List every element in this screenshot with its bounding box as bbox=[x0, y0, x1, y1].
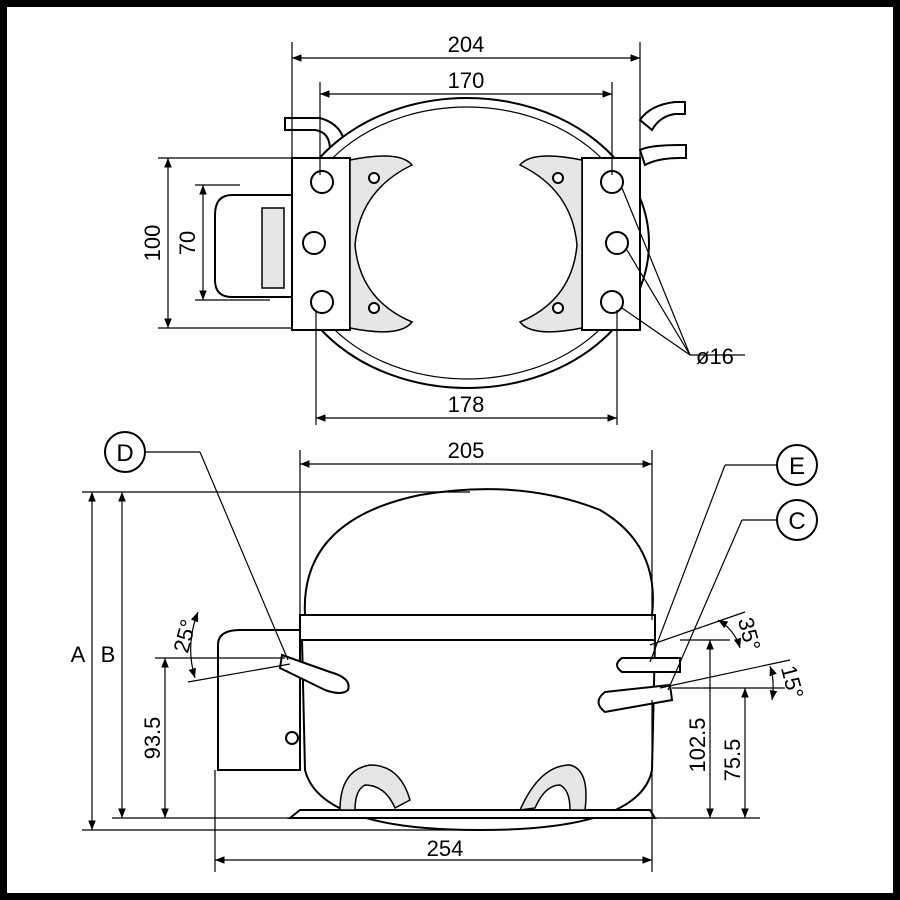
dim-93-5: 93.5 bbox=[140, 717, 165, 760]
label-A: A bbox=[71, 642, 86, 667]
terminal-cover bbox=[261, 207, 285, 289]
shell-dome bbox=[303, 488, 654, 616]
ground-screw bbox=[285, 731, 299, 745]
callout-D-circle bbox=[104, 431, 146, 473]
top-view: 204 170 178 100 70 ø16 bbox=[140, 32, 745, 425]
terminal-box bbox=[217, 629, 301, 771]
mount-holes bbox=[302, 170, 629, 314]
dim-254: 254 bbox=[427, 836, 464, 861]
dim-178: 178 bbox=[448, 392, 485, 417]
dim-205: 205 bbox=[448, 438, 485, 463]
foot-right bbox=[518, 155, 583, 333]
base-plate bbox=[287, 809, 657, 819]
pipe-D bbox=[278, 653, 350, 694]
dim-70: 70 bbox=[175, 231, 200, 255]
angle-35: 35° bbox=[733, 615, 766, 654]
callout-E: E bbox=[789, 453, 805, 480]
angle-25: 25° bbox=[168, 617, 201, 656]
callout-C: C bbox=[788, 508, 805, 535]
callout-C-circle bbox=[776, 499, 818, 541]
dim-204: 204 bbox=[448, 32, 485, 57]
pipe-E bbox=[616, 657, 681, 673]
label-B: B bbox=[101, 642, 116, 667]
foot-right bbox=[518, 764, 587, 811]
shell-weld-band bbox=[299, 614, 656, 641]
dim-hole-diameter: ø16 bbox=[696, 344, 734, 369]
callout-E-circle bbox=[776, 444, 818, 486]
pipe-C bbox=[597, 683, 674, 714]
foot-left bbox=[349, 155, 414, 333]
side-view: D E C 205 254 A B 93.5 102.5 75.5 25° 35… bbox=[71, 431, 818, 872]
dim-75-5: 75.5 bbox=[720, 739, 745, 782]
dim-170: 170 bbox=[448, 68, 485, 93]
callout-D: D bbox=[116, 440, 133, 467]
angle-15: 15° bbox=[776, 663, 809, 702]
dim-100: 100 bbox=[140, 225, 165, 262]
pipe-right-top bbox=[638, 101, 686, 132]
pipe-right-bottom bbox=[638, 144, 687, 167]
foot-left bbox=[339, 764, 411, 811]
dim-102-5: 102.5 bbox=[685, 717, 710, 772]
